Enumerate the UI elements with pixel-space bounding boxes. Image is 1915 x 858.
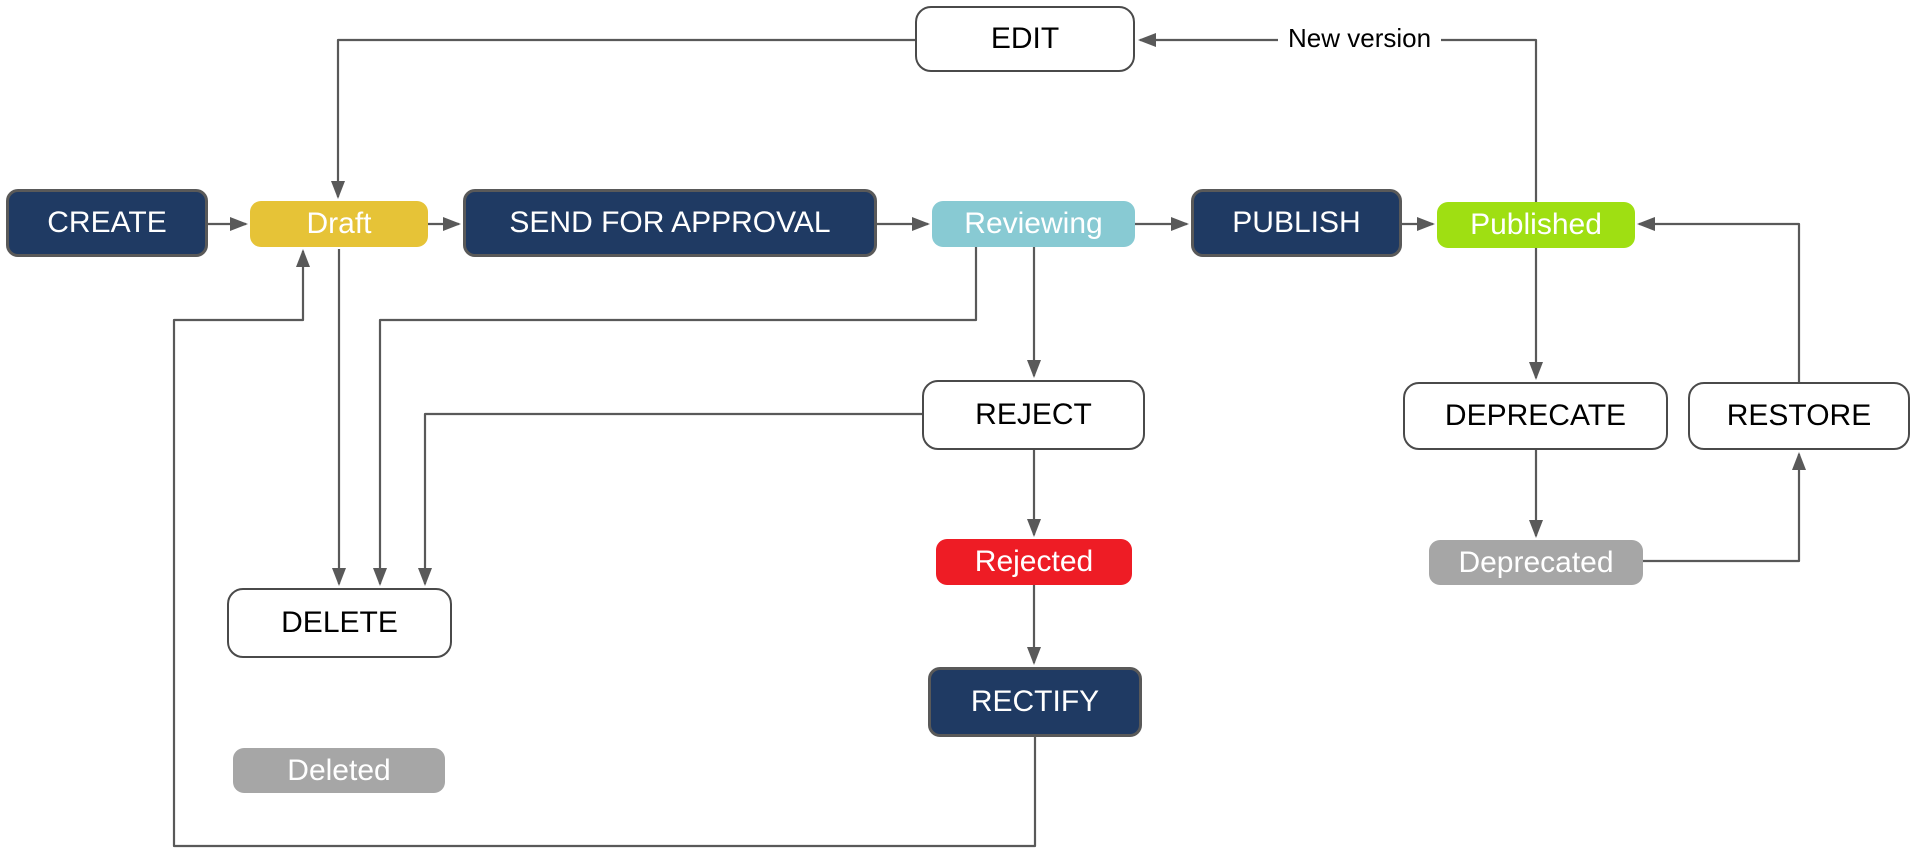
node-published: Published [1437, 202, 1635, 248]
edge-restore-to-published [1637, 217, 1801, 382]
node-deprecate: DEPRECATE [1403, 382, 1668, 450]
node-deprecated: Deprecated [1429, 540, 1643, 585]
node-publish: PUBLISH [1191, 189, 1402, 257]
node-rectify: RECTIFY [928, 667, 1142, 737]
node-rejected: Rejected [936, 539, 1132, 585]
node-restore: RESTORE [1688, 382, 1910, 450]
edge-edit-to-draft [331, 38, 915, 199]
edge-published-to-edit [1138, 33, 1538, 202]
edge-reviewing-to-delete [373, 247, 978, 586]
edge-deprecated-to-restore [1643, 452, 1806, 563]
node-reviewing: Reviewing [932, 201, 1135, 247]
edge-rectify-to-draft [172, 249, 1037, 848]
node-send-for-approval: SEND FOR APPROVAL [463, 189, 877, 257]
edge-reject-to-delete [418, 412, 922, 586]
node-reject: REJECT [922, 380, 1145, 450]
edge-label-new-version: New version [1278, 21, 1442, 56]
node-edit: EDIT [915, 6, 1135, 72]
node-delete: DELETE [227, 588, 452, 658]
node-draft: Draft [250, 201, 428, 247]
node-create: CREATE [6, 189, 208, 257]
node-deleted: Deleted [233, 748, 445, 793]
